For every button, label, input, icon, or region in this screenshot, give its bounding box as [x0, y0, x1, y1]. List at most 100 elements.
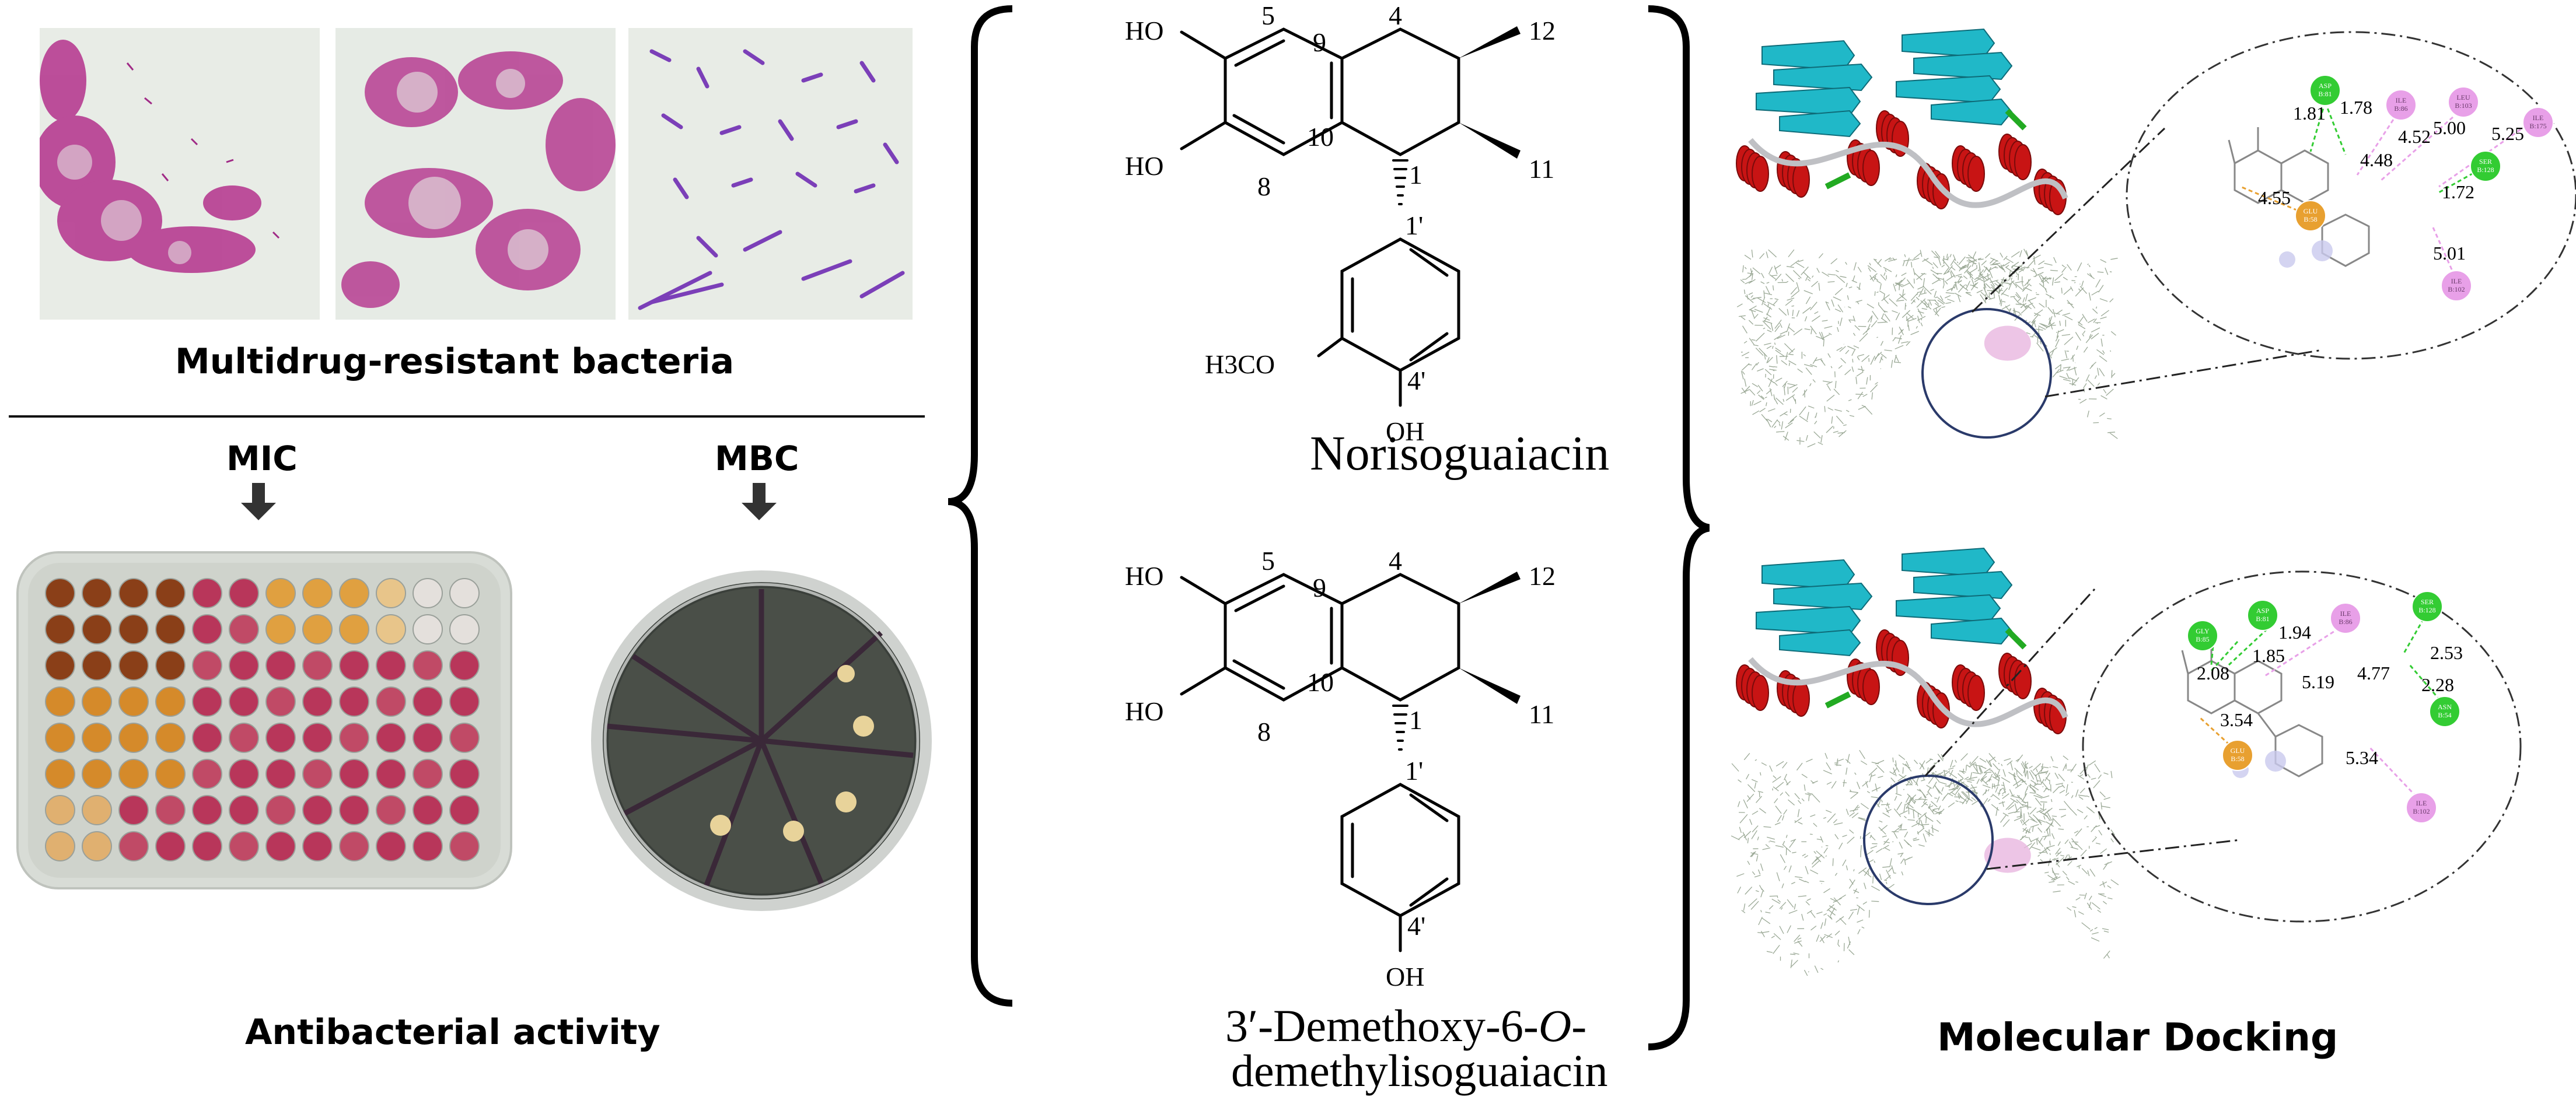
beta-sheet: [1779, 110, 1861, 138]
residue-label: B:86: [2339, 618, 2352, 626]
residue-label: GLY: [2196, 627, 2210, 635]
well: [449, 723, 480, 753]
alpha-helix: [1862, 669, 1880, 705]
well: [449, 614, 480, 644]
well: [229, 578, 259, 608]
well: [413, 831, 443, 861]
well: [118, 831, 149, 861]
label-ho-2: HO: [1125, 151, 1163, 181]
structure-demethoxy: [1180, 573, 1460, 952]
well: [155, 614, 186, 644]
mic-arrow-shaft: [252, 483, 265, 504]
label2-11: 11: [1529, 699, 1554, 729]
well: [339, 686, 369, 717]
well: [118, 723, 149, 753]
interaction-line: [2324, 101, 2347, 155]
well: [192, 650, 222, 681]
beta-sheet: [1896, 594, 2001, 623]
residue-label: B:58: [2304, 215, 2317, 223]
well: [449, 795, 480, 825]
center-structures: HO HO 5 9 4 12 10 8 1 11 1' 4' H3CO OH N…: [948, 1, 1710, 1096]
distance-label: 4.77: [2357, 663, 2390, 684]
docking-title: Molecular Docking: [1937, 1015, 2339, 1060]
label-1p: 1': [1405, 211, 1423, 240]
structure-norisoguaiacin: [1180, 27, 1460, 407]
beta-sheet: [1761, 40, 1855, 71]
interaction-map-outline-1: [2126, 31, 2576, 360]
wireframe-lines: [1731, 749, 2119, 976]
distance-label: 4.48: [2360, 149, 2393, 170]
well: [45, 686, 75, 717]
well: [302, 723, 333, 753]
well: [192, 759, 222, 789]
well: [339, 795, 369, 825]
petri-dish-image: [591, 570, 932, 911]
beta-sheet: [1756, 605, 1861, 636]
beta-sheet: [1931, 617, 2013, 645]
residue-label: B:81: [2318, 90, 2332, 98]
well: [118, 686, 149, 717]
label2-ho-1: HO: [1125, 561, 1163, 591]
well: [376, 831, 406, 861]
protein-turn: [1824, 628, 2027, 709]
atom-labels-1: HO HO 5 9 4 12 10 8 1 11 1' 4' H3CO OH: [1125, 1, 1556, 446]
well: [82, 723, 112, 753]
label2-ho-2: HO: [1125, 696, 1163, 726]
label2-12: 12: [1529, 561, 1556, 591]
leader-line-2a: [1986, 839, 2241, 870]
residue-label: B:102: [2413, 807, 2430, 815]
well: [413, 723, 443, 753]
well: [302, 831, 333, 861]
label-ho-1: HO: [1125, 16, 1163, 45]
well: [229, 650, 259, 681]
label-10: 10: [1307, 122, 1334, 152]
distance-label: 5.01: [2433, 243, 2466, 264]
residue-bubble: [2330, 602, 2361, 634]
residue-bubble: [2406, 792, 2437, 824]
well: [45, 759, 75, 789]
distance-label: 1.72: [2442, 181, 2474, 202]
well: [45, 650, 75, 681]
well: [265, 650, 296, 681]
well: [413, 795, 443, 825]
well: [192, 686, 222, 717]
micrograph-2-svg: [335, 28, 616, 320]
beta-sheet: [1756, 86, 1861, 117]
interaction-line: [2210, 632, 2215, 665]
label2-4p: 4': [1407, 911, 1425, 941]
well: [302, 614, 333, 644]
residue-label: B:86: [2394, 104, 2407, 113]
interaction-line: [2368, 745, 2423, 803]
interaction-line: [2380, 107, 2464, 182]
well: [118, 795, 149, 825]
well: [376, 614, 406, 644]
well: [82, 650, 112, 681]
well: [155, 831, 186, 861]
well: [155, 795, 186, 825]
well: [376, 650, 406, 681]
well: [449, 831, 480, 861]
distance-label: 5.25: [2491, 123, 2524, 144]
well: [82, 578, 112, 608]
residue-bubble: [2448, 86, 2479, 118]
well: [449, 686, 480, 717]
ligand-blob: [1984, 838, 2031, 873]
well: [339, 831, 369, 861]
well: [45, 831, 75, 861]
alpha-helix: [1752, 675, 1769, 711]
well: [449, 650, 480, 681]
label2-10: 10: [1307, 667, 1334, 697]
beta-sheet: [1902, 547, 1995, 577]
leader-line-1b: [1971, 127, 2166, 313]
alpha-helix: [1792, 162, 1810, 198]
well: [265, 759, 296, 789]
well: [118, 578, 149, 608]
beta-sheet: [1896, 75, 2001, 104]
protein-ribbon-2: [1736, 547, 2068, 734]
protein-wireframe-2: [1731, 749, 2119, 976]
divider-line: [9, 415, 925, 418]
well: [376, 723, 406, 753]
wedge-11-a: [1459, 122, 1521, 159]
well: [413, 614, 443, 644]
protein-turn: [1824, 108, 2027, 190]
